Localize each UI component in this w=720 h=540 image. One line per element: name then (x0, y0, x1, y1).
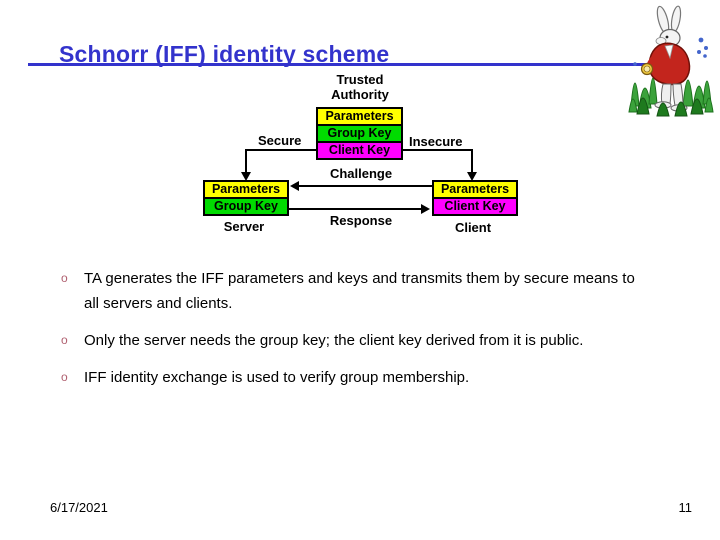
bullet-item: o IFF identity exchange is used to verif… (61, 365, 639, 390)
secure-label: Secure (258, 133, 302, 148)
insecure-label: Insecure (409, 134, 463, 149)
bullet-list: o TA generates the IFF parameters and ke… (61, 266, 639, 402)
title-underline (28, 63, 647, 66)
footer-date: 6/17/2021 (50, 500, 108, 515)
client-caption: Client (454, 220, 492, 235)
client-row-parameters: Parameters (434, 182, 516, 199)
bullet-text: Only the server needs the group key; the… (84, 332, 584, 349)
trusted-authority-caption-line2: Authority (331, 87, 389, 102)
challenge-label: Challenge (329, 166, 393, 181)
bullet-marker: o (61, 271, 68, 285)
bullet-marker: o (61, 333, 68, 347)
bullet-text: IFF identity exchange is used to verify … (84, 369, 470, 386)
server-box: Parameters Group Key (203, 180, 289, 216)
slide-title: Schnorr (IFF) identity scheme (59, 41, 390, 67)
page-number: 11 (678, 500, 693, 515)
response-label: Response (329, 213, 393, 228)
bullet-text: TA generates the IFF parameters and keys… (84, 270, 635, 312)
trusted-authority-caption-line1: Trusted (336, 72, 384, 87)
bullet-marker: o (61, 370, 68, 384)
ta-row-group-key: Group Key (318, 126, 401, 143)
ta-row-parameters: Parameters (318, 109, 401, 126)
server-caption: Server (223, 219, 265, 234)
trusted-authority-box: Parameters Group Key Client Key (316, 107, 403, 160)
server-row-group-key: Group Key (205, 199, 287, 214)
bullet-item: o TA generates the IFF parameters and ke… (61, 266, 639, 316)
server-row-parameters: Parameters (205, 182, 287, 199)
bullet-item: o Only the server needs the group key; t… (61, 328, 639, 353)
client-row-client-key: Client Key (434, 199, 516, 214)
trusted-authority-caption: Trusted Authority (300, 72, 420, 102)
white-rabbit-illustration (628, 5, 714, 117)
client-box: Parameters Client Key (432, 180, 518, 216)
ta-row-client-key: Client Key (318, 143, 401, 158)
